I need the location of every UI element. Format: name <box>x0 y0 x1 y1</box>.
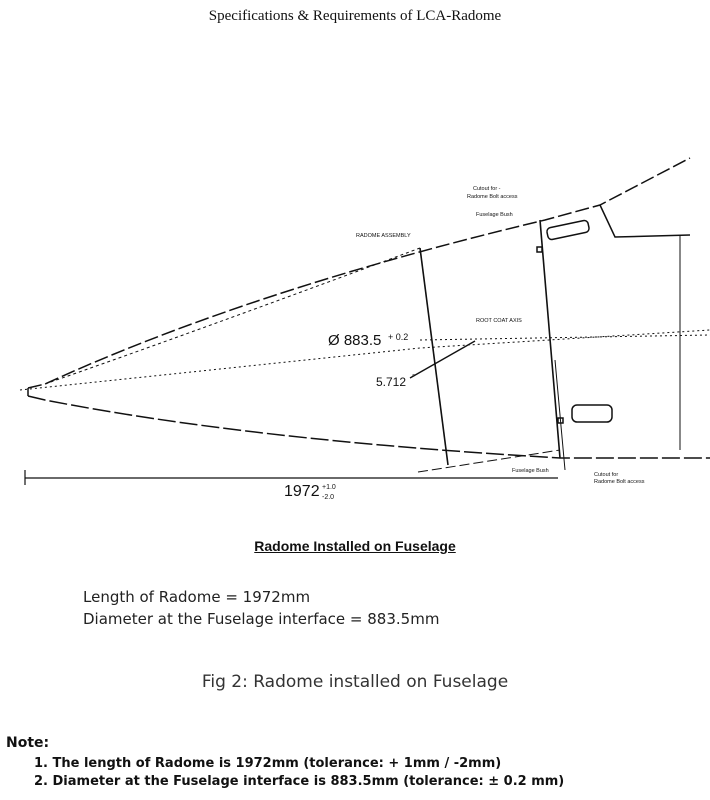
interface-lines <box>419 219 566 471</box>
radome-diagram: RADOME ASSEMBLY Cutout for - Radome Bolt… <box>19 157 710 501</box>
label-cutout-bottom-2: Radome Bolt access <box>594 479 645 485</box>
note-heading: Note: <box>6 735 50 751</box>
label-cutout-top-2: Radome Bolt access <box>467 194 518 200</box>
diameter-tolerance: + 0.2 <box>388 332 408 342</box>
label-cutout-bottom: Cutout for <box>594 472 618 478</box>
angle-value: 5.712 <box>376 375 406 389</box>
label-cutout-top: Cutout for - <box>473 186 501 192</box>
note-item: 1. The length of Radome is 1972mm (toler… <box>34 756 502 771</box>
document-title: Specifications & Requirements of LCA-Rad… <box>208 8 502 24</box>
figure-caption: Fig 2: Radome installed on Fuselage <box>201 672 509 692</box>
radome-outline <box>27 157 710 459</box>
spec-length: Length of Radome = 1972mm <box>83 588 311 606</box>
length-tol-plus: +1.0 <box>322 484 336 491</box>
label-fuselage-bush-top: Fuselage Bush <box>476 212 513 218</box>
diagram-caption: Radome Installed on Fuselage <box>254 538 456 554</box>
axis-lines <box>19 329 710 391</box>
length-value: 1972 <box>284 483 320 500</box>
cutouts <box>536 219 613 424</box>
note-item: 2. Diameter at the Fuselage interface is… <box>34 774 565 789</box>
label-fuselage-bush-bottom: Fuselage Bush <box>512 468 549 474</box>
length-dimension <box>24 449 561 485</box>
angle-leader <box>409 340 476 379</box>
diameter-value: Ø 883.5 <box>328 332 381 349</box>
length-tol-minus: -2.0 <box>322 494 334 501</box>
label-radome-assembly: RADOME ASSEMBLY <box>356 233 411 239</box>
angle-unit: ° <box>412 373 415 382</box>
spec-diameter: Diameter at the Fuselage interface = 883… <box>83 610 440 628</box>
label-root-axis: ROOT COAT AXIS <box>476 318 522 324</box>
